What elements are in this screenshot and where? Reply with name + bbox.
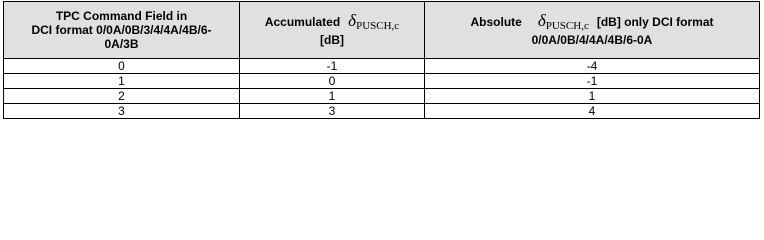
cell-absolute: -1 [424, 73, 760, 89]
header-accumulated-line-1: Accumulated δPUSCH,c [240, 10, 424, 33]
table-row: 0 -1 -4 [3, 58, 760, 74]
delta-subscript: PUSCH,c [545, 19, 589, 32]
cell-accumulated: 1 [239, 88, 425, 104]
cell-absolute: -4 [424, 58, 760, 74]
header-tpc-line-3: 0A/3B [104, 37, 139, 51]
cell-absolute: 1 [424, 88, 760, 104]
table-row: 2 1 1 [3, 88, 760, 104]
header-absolute-line-2: 0/0A/0B/4/4A/4B/6-0A [531, 32, 653, 47]
delta-subscript: PUSCH,c [356, 19, 400, 32]
header-accumulated: Accumulated δPUSCH,c [dB] [239, 1, 425, 59]
cell-tpc: 0 [3, 58, 240, 74]
header-tpc-line-2: DCI format 0/0A/0B/3/4/4A/4B/6- [31, 23, 212, 37]
header-accumulated-prefix: Accumulated [264, 14, 341, 29]
delta-symbol: δ [348, 10, 357, 30]
cell-accumulated: 0 [239, 73, 425, 89]
cell-tpc: 2 [3, 88, 240, 104]
cell-tpc: 1 [3, 73, 240, 89]
table-row: 3 3 4 [3, 103, 760, 119]
tpc-table: TPC Command Field in DCI format 0/0A/0B/… [3, 1, 760, 119]
delta-symbol: δ [537, 10, 546, 30]
cell-accumulated: 3 [239, 103, 425, 119]
header-accumulated-unit: [dB] [320, 32, 344, 47]
table-header-row: TPC Command Field in DCI format 0/0A/0B/… [3, 1, 760, 59]
cell-tpc: 3 [3, 103, 240, 119]
header-absolute: Absolute δPUSCH,c [dB] only DCI format 0/0… [424, 1, 760, 59]
header-tpc-line-1: TPC Command Field in [55, 9, 188, 23]
header-tpc-command-field: TPC Command Field in DCI format 0/0A/0B/… [3, 1, 240, 59]
cell-absolute: 4 [424, 103, 760, 119]
table-row: 1 0 -1 [3, 73, 760, 89]
cell-accumulated: -1 [239, 58, 425, 74]
header-absolute-line-1: Absolute δPUSCH,c [dB] only DCI format [425, 10, 759, 33]
header-absolute-suffix: [dB] only DCI format [596, 14, 714, 29]
header-absolute-prefix: Absolute [470, 14, 522, 29]
